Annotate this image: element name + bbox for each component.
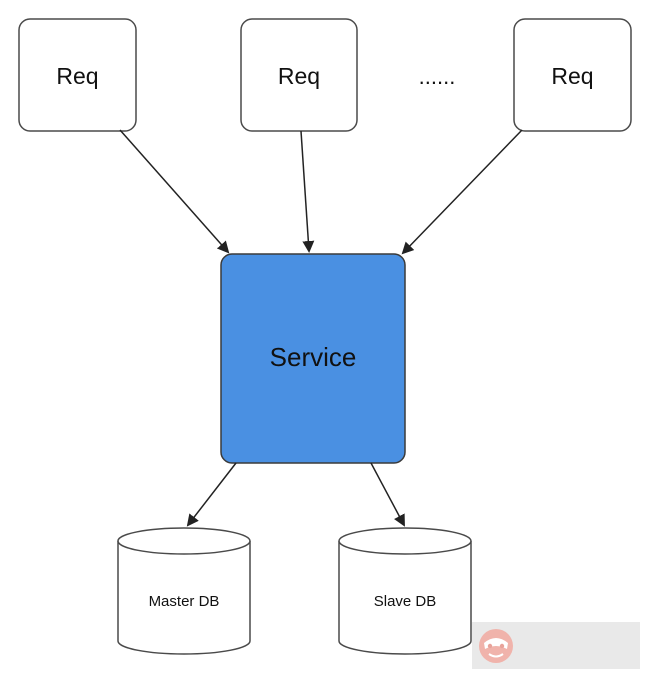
arrow-req3-to-service (401, 129, 523, 255)
req-node-3-label: Req (551, 63, 593, 89)
arrow-service-to-master-db (186, 462, 237, 527)
master-db-label: Master DB (149, 593, 220, 610)
req-node-1: Req (18, 18, 137, 132)
ellipsis-label: ...... (419, 64, 456, 89)
req-node-2-label: Req (278, 63, 320, 89)
arrow-req2-to-service (300, 130, 315, 253)
master-db-node: Master DB (117, 527, 251, 655)
monkey-face-icon (479, 629, 513, 663)
req-node-1-label: Req (56, 63, 98, 89)
req-node-2: Req (240, 18, 358, 132)
service-node-label: Service (270, 342, 357, 372)
slave-db-node: Slave DB (338, 527, 472, 655)
req-node-3: Req (513, 18, 632, 132)
arrow-service-to-slave-db (370, 462, 405, 527)
slave-db-label: Slave DB (374, 593, 437, 610)
service-node: Service (220, 253, 406, 464)
arrow-req1-to-service (119, 129, 230, 254)
